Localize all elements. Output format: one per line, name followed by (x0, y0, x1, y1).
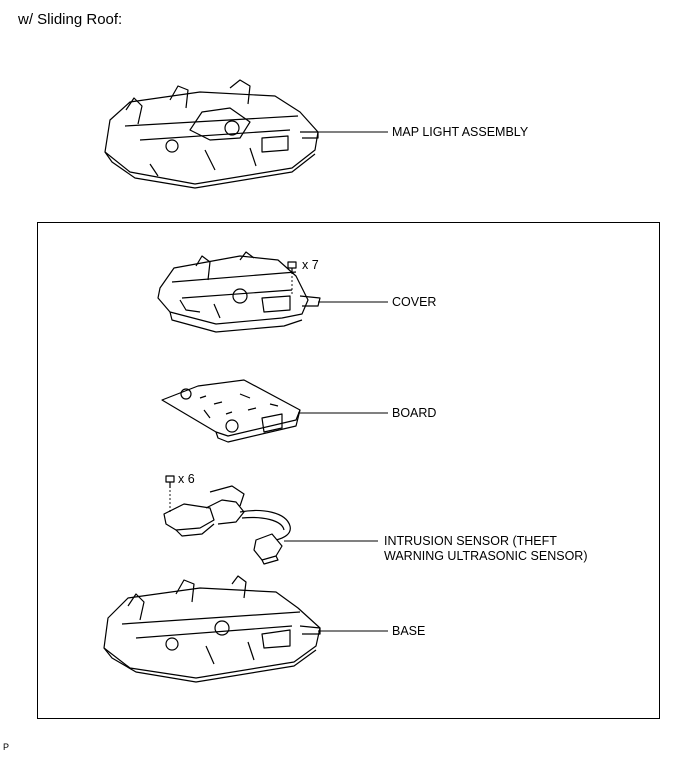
screw-icon-cover (287, 261, 297, 274)
label-intrusion-sensor-line1: INTRUSION SENSOR (THEFT (384, 534, 557, 548)
screw-icon-sensor (165, 475, 175, 488)
section-heading: w/ Sliding Roof: (18, 11, 123, 28)
cover-illustration (157, 251, 321, 333)
cover-screw-count: x 7 (302, 258, 319, 272)
label-cover: COVER (392, 295, 437, 309)
intrusion-sensor-illustration (163, 485, 291, 565)
board-illustration (161, 379, 301, 443)
map-light-assembly-illustration (104, 79, 319, 189)
base-illustration (103, 575, 321, 683)
label-board: BOARD (392, 406, 437, 420)
figure-code: P (3, 742, 10, 752)
label-intrusion-sensor-line2: WARNING ULTRASONIC SENSOR) (384, 549, 588, 563)
label-map-light-assembly: MAP LIGHT ASSEMBLY (392, 125, 529, 139)
disassembly-frame (37, 222, 660, 719)
sensor-screw-count: x 6 (178, 472, 195, 486)
label-base: BASE (392, 624, 426, 638)
